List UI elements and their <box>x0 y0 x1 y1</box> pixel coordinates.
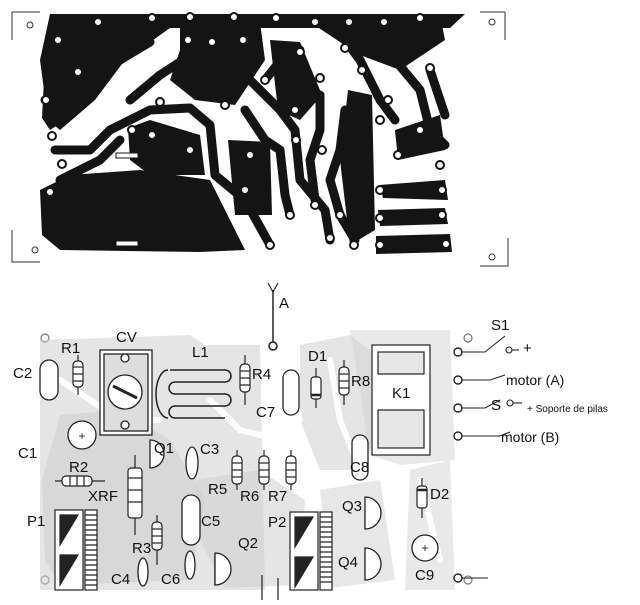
part-label-d1: D1 <box>308 348 328 365</box>
part-label-q2: Q2 <box>238 535 259 552</box>
part-label-c9: C9 <box>415 567 435 584</box>
part-label-r2: R2 <box>69 459 89 476</box>
terminal-label-motor-a: motor (A) <box>506 372 565 388</box>
svg-text:+: + <box>421 541 428 555</box>
terminal-label-s1: S1 <box>491 317 510 334</box>
part-label-p1: P1 <box>27 513 46 530</box>
terminal-label-battery: + Soporte de pilas <box>527 404 608 415</box>
part-label-k1: K1 <box>392 385 411 402</box>
part-label-c4: C4 <box>111 571 131 588</box>
part-label-c7: C7 <box>256 404 276 421</box>
part-label-r7: R7 <box>268 488 288 505</box>
part-label-p2: P2 <box>268 514 287 531</box>
part-label-c6: C6 <box>161 571 181 588</box>
part-label-l1: L1 <box>192 344 209 361</box>
part-label-cv: CV <box>116 329 137 346</box>
part-label-q4: Q4 <box>338 554 359 571</box>
part-label-r4: R4 <box>252 366 272 383</box>
part-label-q1: Q1 <box>154 440 175 457</box>
terminal-label-s: S <box>491 397 502 414</box>
part-label-r3: R3 <box>132 540 152 557</box>
part-label-d2: D2 <box>430 486 450 503</box>
component-layout: + <box>39 282 522 600</box>
part-label-xrf: XRF <box>88 488 118 505</box>
part-label-r6: R6 <box>240 488 260 505</box>
part-label-c2: C2 <box>13 365 33 382</box>
part-label-r8: R8 <box>351 373 371 390</box>
part-label-c1: C1 <box>18 445 38 462</box>
part-label-r1: R1 <box>61 340 81 357</box>
part-label-c3: C3 <box>200 441 220 458</box>
copper-layout <box>11 11 509 267</box>
part-label-r5: R5 <box>208 481 228 498</box>
terminal-label-plus: + <box>523 340 532 357</box>
antenna-label: A <box>279 295 290 312</box>
part-label-c5: C5 <box>201 513 221 530</box>
terminal-label-motor-b: motor (B) <box>501 429 560 445</box>
svg-text:+: + <box>78 429 85 443</box>
part-label-c8: C8 <box>350 459 370 476</box>
part-label-q3: Q3 <box>342 498 363 515</box>
